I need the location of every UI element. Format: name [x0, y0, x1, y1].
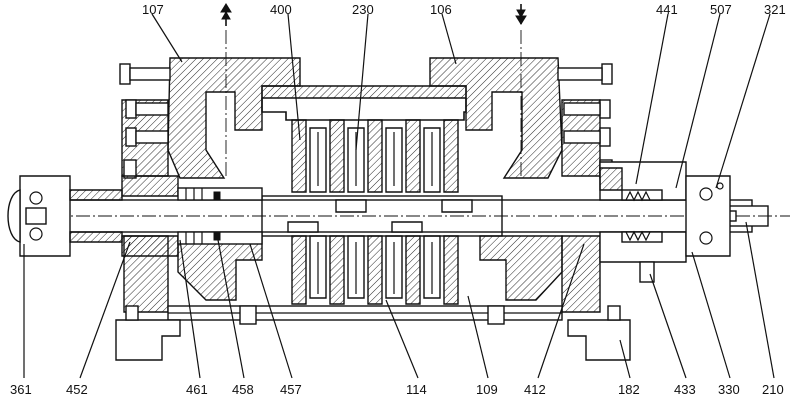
part-label-452: 452 [66, 382, 88, 397]
pump-feet [115, 305, 631, 361]
part-label-433: 433 [674, 382, 696, 397]
part-label-210: 210 [762, 382, 784, 397]
part-label-114: 114 [406, 382, 427, 397]
part-label-182: 182 [618, 382, 640, 397]
part-label-400: 400 [270, 2, 292, 17]
part-labels-bottom: 361 452 461 458 457 114 109 412 182 433 … [10, 382, 784, 397]
part-label-361: 361 [10, 382, 32, 397]
part-label-106: 106 [430, 2, 452, 17]
pump-shaft [10, 30, 790, 233]
left-packing-seal [177, 187, 263, 245]
part-label-107: 107 [142, 2, 164, 17]
impeller-hubs [261, 195, 503, 237]
part-label-457: 457 [280, 382, 302, 397]
part-label-458: 458 [232, 382, 254, 397]
leader-lines [23, 13, 775, 379]
flange-bolts-top [119, 63, 613, 179]
part-label-230: 230 [352, 2, 374, 17]
part-label-321: 321 [764, 2, 786, 17]
part-label-109: 109 [476, 382, 498, 397]
right-seal-bearing-assembly [599, 161, 731, 283]
part-label-507: 507 [710, 2, 732, 17]
inlet-flow-arrow-icon [515, 4, 527, 25]
part-label-330: 330 [718, 382, 740, 397]
part-label-461: 461 [186, 382, 208, 397]
pump-casing-lower [123, 235, 601, 321]
outlet-flow-arrow-icon [220, 3, 232, 26]
part-label-412: 412 [524, 382, 546, 397]
pump-casing-upper [121, 57, 601, 193]
left-bearing-housing [7, 175, 179, 257]
part-labels-top: 107 400 230 106 441 507 321 [142, 2, 786, 17]
part-label-441: 441 [656, 2, 678, 17]
